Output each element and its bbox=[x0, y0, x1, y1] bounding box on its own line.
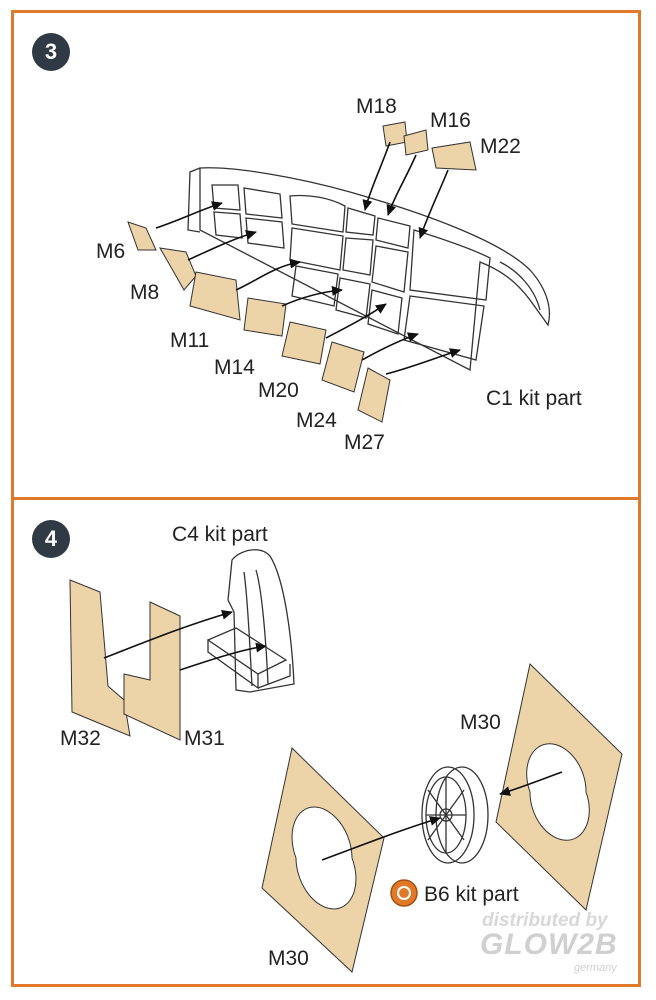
step-3-arrows bbox=[155, 141, 461, 375]
mask-m30-top bbox=[495, 663, 623, 911]
mask-m6 bbox=[127, 221, 157, 251]
label-m30-top: M30 bbox=[460, 711, 501, 734]
step-4-right-arrows bbox=[321, 771, 563, 861]
label-m30-bottom: M30 bbox=[268, 947, 309, 970]
label-m14: M14 bbox=[214, 356, 255, 379]
mask-m18 bbox=[382, 121, 408, 147]
mask-m22 bbox=[431, 141, 477, 171]
b6-wheel-part bbox=[421, 766, 489, 864]
label-c1-kit-part: C1 kit part bbox=[486, 387, 582, 410]
label-b6-kit-part: B6 kit part bbox=[424, 883, 519, 906]
mask-m11 bbox=[189, 271, 241, 321]
label-m20: M20 bbox=[258, 379, 299, 402]
mask-m32 bbox=[69, 579, 131, 737]
label-m24: M24 bbox=[296, 409, 337, 432]
step-4-left-masks bbox=[69, 579, 181, 741]
step-number-badge: 3 bbox=[32, 33, 70, 71]
distributor-watermark-line1: distributed by bbox=[482, 910, 608, 931]
label-m31: M31 bbox=[184, 727, 225, 750]
b6-circle-icon bbox=[390, 879, 418, 907]
label-m16: M16 bbox=[430, 109, 471, 132]
mask-m20 bbox=[281, 321, 327, 365]
step-number-badge: 4 bbox=[32, 520, 70, 558]
step-3-masks bbox=[127, 121, 477, 423]
label-m6: M6 bbox=[96, 240, 126, 263]
distributor-watermark-logo: GLOW2B bbox=[480, 928, 618, 961]
mask-m27 bbox=[357, 367, 391, 423]
mask-m16 bbox=[403, 129, 429, 156]
mask-m30-bottom bbox=[261, 747, 385, 973]
label-m22: M22 bbox=[480, 135, 521, 158]
c4-kit-part bbox=[206, 549, 295, 693]
label-m18: M18 bbox=[356, 95, 397, 118]
step-3-panel: 3 bbox=[11, 10, 641, 500]
mask-m14 bbox=[243, 297, 287, 337]
label-m8: M8 bbox=[130, 281, 160, 304]
label-m11: M11 bbox=[170, 329, 210, 352]
label-m32: M32 bbox=[60, 727, 101, 750]
mask-m8 bbox=[159, 247, 197, 291]
distributor-watermark-line3: germany bbox=[574, 962, 617, 974]
step-4-m30-masks bbox=[261, 663, 623, 973]
label-m27: M27 bbox=[344, 431, 385, 454]
step-4-left-arrows bbox=[103, 609, 267, 671]
mask-m31 bbox=[123, 601, 181, 741]
mask-m24 bbox=[321, 341, 365, 393]
label-c4-kit-part: C4 kit part bbox=[172, 523, 268, 546]
